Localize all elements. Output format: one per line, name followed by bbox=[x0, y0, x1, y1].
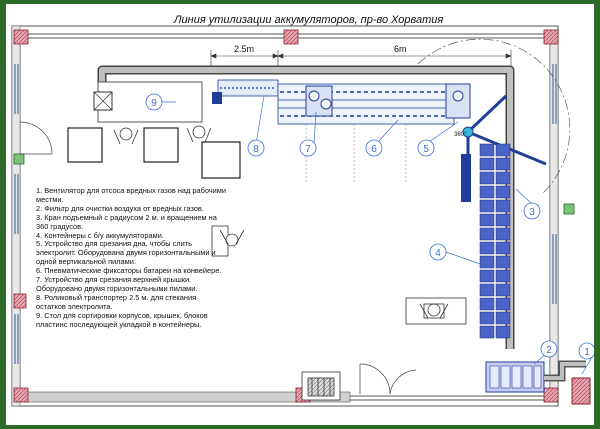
legend-item-4: 4. Контейнеры с б/у аккумуляторами. bbox=[36, 230, 164, 240]
battery-containers-4 bbox=[479, 143, 511, 339]
crane-radius-arc bbox=[417, 38, 571, 195]
callout-leaders bbox=[154, 95, 594, 375]
callout-1: 1 bbox=[584, 347, 590, 358]
callout-2: 2 bbox=[546, 345, 552, 356]
legend-item-2: 2. Фильтр для очистки воздуха от вредных… bbox=[36, 203, 204, 213]
pillars bbox=[13, 29, 575, 403]
main-conveyor bbox=[277, 83, 471, 125]
equipment-legend: 1. Вентилятор для отсоса вредных газов н… bbox=[36, 186, 226, 330]
callout-6: 6 bbox=[371, 144, 377, 155]
windows bbox=[14, 64, 557, 364]
callout-numbers: 1 2 3 4 5 6 7 8 9 bbox=[151, 98, 590, 358]
legend-item-1: 1. Вентилятор для отсоса вредных газов н… bbox=[36, 186, 226, 204]
stair-well bbox=[301, 371, 341, 401]
sorting-bins bbox=[67, 127, 241, 179]
callout-5: 5 bbox=[423, 144, 429, 155]
legend-item-6: 6. Пневматические фиксаторы батареи на к… bbox=[36, 266, 222, 276]
operator-station-5 bbox=[405, 297, 467, 325]
callout-4: 4 bbox=[435, 248, 441, 259]
legend-item-7: 7. Устройство для срезания верхней крышк… bbox=[36, 275, 198, 293]
callout-markers bbox=[145, 93, 594, 360]
filter-unit-2 bbox=[485, 361, 545, 393]
exhaust-fan-1 bbox=[571, 377, 591, 405]
legend-item-8: 8. Роликовый транспортер 2.5 м. для стек… bbox=[36, 292, 197, 311]
callout-9: 9 bbox=[151, 98, 157, 109]
legend-item-5: 5. Устройство для срезания дна, чтобы сл… bbox=[36, 239, 216, 267]
plan-title: Линия утилизации аккумуляторов, пр-во Хо… bbox=[174, 14, 444, 26]
dimension-2-5m: 2.5m bbox=[234, 44, 254, 54]
left-wall-fill bbox=[11, 25, 21, 407]
legend-item-3: 3. Кран подъемный с радиусом 2 м. и вращ… bbox=[36, 212, 217, 231]
drawing-sheet: Линия утилизации аккумуляторов, пр-во Хо… bbox=[6, 4, 594, 425]
floor-plan: 2.5m 6m bbox=[11, 25, 594, 407]
doors bbox=[19, 121, 417, 395]
exhaust-hood-cross bbox=[93, 91, 113, 111]
crane-angle-label: 360° bbox=[454, 132, 467, 138]
roller-conveyor-8 bbox=[212, 79, 279, 104]
dimension-6m: 6m bbox=[394, 44, 407, 54]
guide-lines bbox=[305, 124, 407, 184]
callout-3: 3 bbox=[529, 207, 535, 218]
callout-7: 7 bbox=[305, 144, 311, 155]
callout-8: 8 bbox=[253, 144, 259, 155]
legend-item-9: 9. Стол для сортировки корпусов, крышек,… bbox=[36, 310, 208, 329]
operator-station-7 bbox=[211, 225, 245, 257]
workers bbox=[113, 125, 212, 145]
